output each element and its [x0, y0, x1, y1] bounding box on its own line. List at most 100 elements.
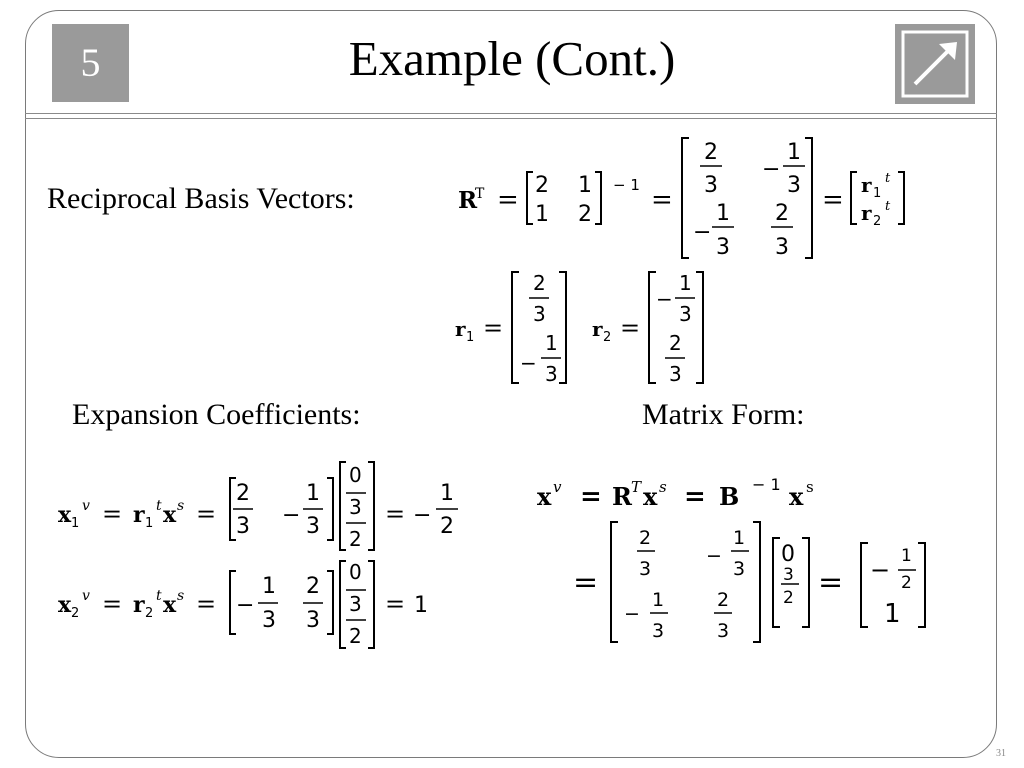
title-rule-top	[25, 113, 997, 114]
svg-text:−: −	[656, 287, 673, 311]
diagonal-arrow-icon[interactable]	[895, 24, 975, 104]
r1-r2-vectors: r 1 = 2 3 − 1 3 r 2 = − 1 3 2 3	[455, 271, 692, 386]
svg-text:1: 1	[545, 331, 558, 355]
svg-text:s: s	[806, 478, 814, 496]
page-number: 31	[996, 748, 1006, 759]
svg-text:1: 1	[873, 186, 881, 201]
svg-text:2: 2	[535, 173, 549, 198]
svg-text:3: 3	[704, 173, 718, 198]
svg-text:2: 2	[349, 624, 362, 648]
svg-text:x: x	[58, 592, 72, 618]
svg-text:v: v	[82, 498, 90, 514]
svg-text:=: =	[684, 482, 706, 512]
svg-text:=: =	[620, 314, 640, 342]
svg-text:3: 3	[306, 514, 320, 539]
svg-text:2: 2	[639, 527, 651, 549]
svg-text:1: 1	[787, 140, 801, 165]
svg-text:2: 2	[236, 481, 250, 506]
svg-text:1: 1	[414, 593, 428, 618]
svg-text:1: 1	[535, 202, 549, 227]
svg-text:3: 3	[783, 565, 794, 585]
svg-text:− 1: − 1	[752, 475, 781, 494]
svg-text:s: s	[177, 498, 184, 514]
svg-text:2: 2	[349, 527, 362, 551]
svg-text:x: x	[643, 482, 658, 511]
svg-text:2: 2	[775, 201, 789, 226]
svg-text:=: =	[497, 185, 519, 215]
title-rule-bottom	[25, 118, 997, 119]
svg-text:t: t	[156, 588, 162, 604]
svg-text:3: 3	[733, 558, 745, 580]
svg-text:1: 1	[679, 271, 692, 295]
matrix-form-label: Matrix Form:	[642, 398, 805, 431]
svg-text:−: −	[282, 503, 300, 528]
svg-text:=: =	[385, 590, 405, 618]
svg-text:1: 1	[440, 481, 454, 506]
svg-text:0: 0	[349, 560, 362, 584]
rt-inverse-equation: R T = 2 1 1 2 − 1 = 2 3 − 1 3 − 1 3 2 3 …	[458, 140, 891, 260]
svg-text:1: 1	[733, 527, 745, 549]
svg-text:r: r	[861, 201, 872, 225]
svg-text:3: 3	[236, 514, 250, 539]
svg-text:3: 3	[306, 608, 320, 633]
x1-coefficient-equation: x 1 v = r 1 t x s = 2 3 − 1 3 0 3 2 = − …	[58, 463, 454, 551]
svg-text:2: 2	[440, 514, 454, 539]
svg-text:3: 3	[652, 620, 664, 642]
svg-text:=: =	[196, 500, 216, 528]
svg-text:−: −	[413, 503, 431, 528]
svg-text:s: s	[659, 478, 667, 496]
svg-text:B: B	[719, 482, 739, 511]
svg-text:1: 1	[901, 546, 912, 566]
svg-text:2: 2	[533, 271, 546, 295]
svg-text:3: 3	[349, 495, 362, 519]
svg-text:2: 2	[306, 574, 320, 599]
svg-text:3: 3	[716, 235, 730, 260]
svg-text:T: T	[631, 478, 642, 496]
svg-text:=: =	[818, 565, 843, 600]
svg-text:2: 2	[578, 202, 592, 227]
svg-text:2: 2	[717, 589, 729, 611]
svg-text:−: −	[236, 593, 254, 618]
svg-text:2: 2	[603, 330, 611, 345]
svg-text:r: r	[592, 317, 603, 341]
svg-text:2: 2	[901, 573, 912, 593]
svg-text:s: s	[177, 588, 184, 604]
svg-text:−: −	[693, 220, 711, 245]
svg-text:R: R	[612, 482, 633, 511]
svg-text:=: =	[385, 500, 405, 528]
svg-text:=: =	[822, 185, 844, 215]
slide-title: Example (Cont.)	[348, 31, 676, 86]
svg-text:=: =	[102, 590, 122, 618]
slide-number: 5	[80, 40, 101, 85]
svg-text:3: 3	[545, 362, 558, 386]
svg-text:2: 2	[669, 331, 682, 355]
svg-text:x: x	[58, 502, 72, 528]
svg-text:1: 1	[466, 330, 474, 345]
svg-text:=: =	[483, 314, 503, 342]
svg-text:3: 3	[787, 173, 801, 198]
svg-text:−: −	[520, 351, 537, 375]
svg-text:−: −	[706, 545, 722, 567]
svg-text:0: 0	[349, 463, 362, 487]
svg-text:r: r	[133, 592, 145, 618]
x2-coefficient-equation: x 2 v = r 2 t x s = − 1 3 2 3 0 3 2 = 1	[58, 560, 428, 648]
svg-text:2: 2	[145, 606, 153, 621]
svg-text:1: 1	[71, 516, 79, 531]
svg-text:1: 1	[652, 589, 664, 611]
svg-text:t: t	[885, 171, 891, 186]
svg-text:x: x	[789, 482, 804, 511]
svg-text:v: v	[82, 588, 90, 604]
svg-text:r: r	[455, 317, 466, 341]
slide-number-box: 5	[52, 24, 129, 102]
svg-text:−: −	[624, 603, 640, 625]
matrix-form-result: = 2 3 − 1 3 − 1 3 2 3 0 3 2 = − 1 2 1	[573, 527, 912, 642]
svg-text:3: 3	[349, 592, 362, 616]
svg-text:0: 0	[781, 542, 795, 567]
svg-text:=: =	[580, 482, 602, 512]
svg-text:1: 1	[578, 173, 592, 198]
svg-text:1: 1	[716, 201, 730, 226]
svg-text:3: 3	[533, 302, 546, 326]
svg-text:=: =	[651, 185, 673, 215]
svg-text:3: 3	[679, 302, 692, 326]
